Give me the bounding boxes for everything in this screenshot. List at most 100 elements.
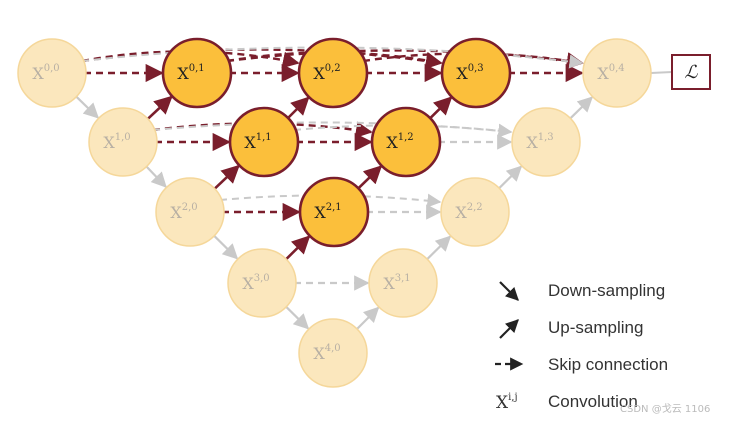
node-x11: X1,1 bbox=[228, 106, 300, 178]
node-x22-label-base: X bbox=[455, 203, 467, 222]
node-x11-label-base: X bbox=[244, 133, 256, 152]
node-x00-label-sup: 0,0 bbox=[44, 63, 60, 74]
node-x22-label: X2,2 bbox=[455, 202, 482, 222]
node-x03-label-base: X bbox=[456, 64, 468, 83]
node-x22: X2,2 bbox=[440, 177, 510, 247]
node-x04-label: X0,4 bbox=[597, 63, 624, 83]
node-x10: X1,0 bbox=[88, 107, 158, 177]
node-x10-circle bbox=[88, 107, 158, 177]
node-x01-label-base: X bbox=[177, 64, 189, 83]
node-x13-label-base: X bbox=[526, 133, 538, 152]
convolution-symbol: Xi,j bbox=[496, 392, 518, 413]
node-x20-label-sup: 2,0 bbox=[182, 202, 198, 213]
node-x04-label-base: X bbox=[597, 64, 609, 83]
node-x40-label-base: X bbox=[313, 344, 325, 363]
node-x30-circle bbox=[227, 248, 297, 318]
legend-down-sampling: Down-sampling bbox=[548, 281, 665, 300]
node-x20-circle bbox=[155, 177, 225, 247]
node-x12: X1,2 bbox=[370, 106, 442, 178]
node-x40: X4,0 bbox=[298, 318, 368, 388]
node-x12-label-base: X bbox=[386, 133, 398, 152]
up-edge-x13-x04 bbox=[568, 96, 594, 121]
node-x10-label-base: X bbox=[103, 133, 115, 152]
node-x03-label: X0,3 bbox=[456, 63, 483, 83]
node-x20-label-base: X bbox=[170, 203, 182, 222]
node-x21-label-base: X bbox=[314, 203, 326, 222]
up-edge-x20-x11 bbox=[212, 164, 240, 191]
node-x02-label-sup: 0,2 bbox=[325, 63, 341, 74]
node-x40-label: X4,0 bbox=[313, 343, 340, 363]
node-x04: X0,4 bbox=[582, 38, 652, 108]
down-edge-x20-x30 bbox=[212, 233, 239, 260]
node-x01: X0,1 bbox=[161, 37, 233, 109]
node-x13-label: X1,3 bbox=[526, 132, 553, 152]
up-edge-x30-x21 bbox=[283, 235, 311, 262]
node-x30: X3,0 bbox=[227, 248, 297, 318]
node-x01-label: X0,1 bbox=[177, 63, 204, 83]
legend-up-sampling: Up-sampling bbox=[548, 318, 643, 337]
loss-box: ℒ bbox=[671, 54, 711, 90]
watermark: CSDN @戈云 1106 bbox=[620, 402, 710, 415]
node-x40-circle bbox=[298, 318, 368, 388]
node-x30-label: X3,0 bbox=[242, 273, 269, 293]
up-sampling-arrow-icon bbox=[499, 319, 519, 339]
node-x00-label-base: X bbox=[32, 64, 44, 83]
node-x20-label: X2,0 bbox=[170, 202, 197, 222]
node-x01-circle bbox=[161, 37, 233, 109]
node-x21-circle bbox=[298, 176, 370, 248]
node-x11-label: X1,1 bbox=[244, 132, 271, 152]
down-edge-x30-x40 bbox=[284, 304, 310, 330]
node-x04-circle bbox=[582, 38, 652, 108]
node-x02-circle bbox=[297, 37, 369, 109]
node-x30-label-base: X bbox=[242, 274, 254, 293]
legend-convolution: Convolution bbox=[548, 392, 638, 411]
loss-box-frame bbox=[671, 54, 711, 90]
convolution-symbol-base: X bbox=[496, 393, 509, 413]
node-x00-label: X0,0 bbox=[32, 63, 59, 83]
down-edge-x10-x20 bbox=[144, 164, 167, 188]
node-x00: X0,0 bbox=[17, 38, 87, 108]
up-edge-x40-x31 bbox=[354, 306, 380, 332]
node-x31: X3,1 bbox=[368, 248, 438, 318]
node-x10-label-sup: 1,0 bbox=[115, 132, 131, 143]
node-x22-circle bbox=[440, 177, 510, 247]
down-edge-x00-x10 bbox=[74, 94, 100, 119]
node-x00-circle bbox=[17, 38, 87, 108]
node-x03-circle bbox=[440, 37, 512, 109]
node-x10-label: X1,0 bbox=[103, 132, 130, 152]
node-x21-label: X2,1 bbox=[314, 202, 341, 222]
node-x12-label: X1,2 bbox=[386, 132, 413, 152]
node-x13-circle bbox=[511, 107, 581, 177]
up-edge-x31-x22 bbox=[425, 235, 452, 262]
up-edge-x10-x01 bbox=[145, 95, 173, 122]
node-x11-circle bbox=[228, 106, 300, 178]
node-x12-circle bbox=[370, 106, 442, 178]
up-edge-x11-x02 bbox=[285, 96, 310, 121]
node-x31-label-sup: 3,1 bbox=[395, 273, 411, 284]
node-x13: X1,3 bbox=[511, 107, 581, 177]
node-x12-label-sup: 1,2 bbox=[398, 132, 414, 143]
node-x21: X2,1 bbox=[298, 176, 370, 248]
node-x31-label-base: X bbox=[383, 274, 395, 293]
node-x02: X0,2 bbox=[297, 37, 369, 109]
legend-skip-connection: Skip connection bbox=[548, 355, 668, 374]
up-edge-x22-x13 bbox=[497, 165, 523, 191]
legend: Down-sampling Up-sampling Skip connectio… bbox=[495, 281, 668, 413]
node-x40-label-sup: 4,0 bbox=[325, 343, 341, 354]
node-x04-label-sup: 0,4 bbox=[609, 63, 625, 74]
node-x31-circle bbox=[368, 248, 438, 318]
node-x21-label-sup: 2,1 bbox=[326, 202, 342, 213]
node-x20: X2,0 bbox=[155, 177, 225, 247]
node-x30-label-sup: 3,0 bbox=[254, 273, 270, 284]
loss-link bbox=[650, 71, 673, 74]
node-x31-label: X3,1 bbox=[383, 273, 410, 293]
node-x01-label-sup: 0,1 bbox=[189, 63, 205, 74]
node-x03: X0,3 bbox=[440, 37, 512, 109]
node-x02-label-base: X bbox=[313, 64, 325, 83]
up-edge-x12-x03 bbox=[427, 96, 453, 121]
loss-symbol: ℒ bbox=[685, 62, 699, 83]
convolution-symbol-sup: i,j bbox=[508, 392, 517, 403]
